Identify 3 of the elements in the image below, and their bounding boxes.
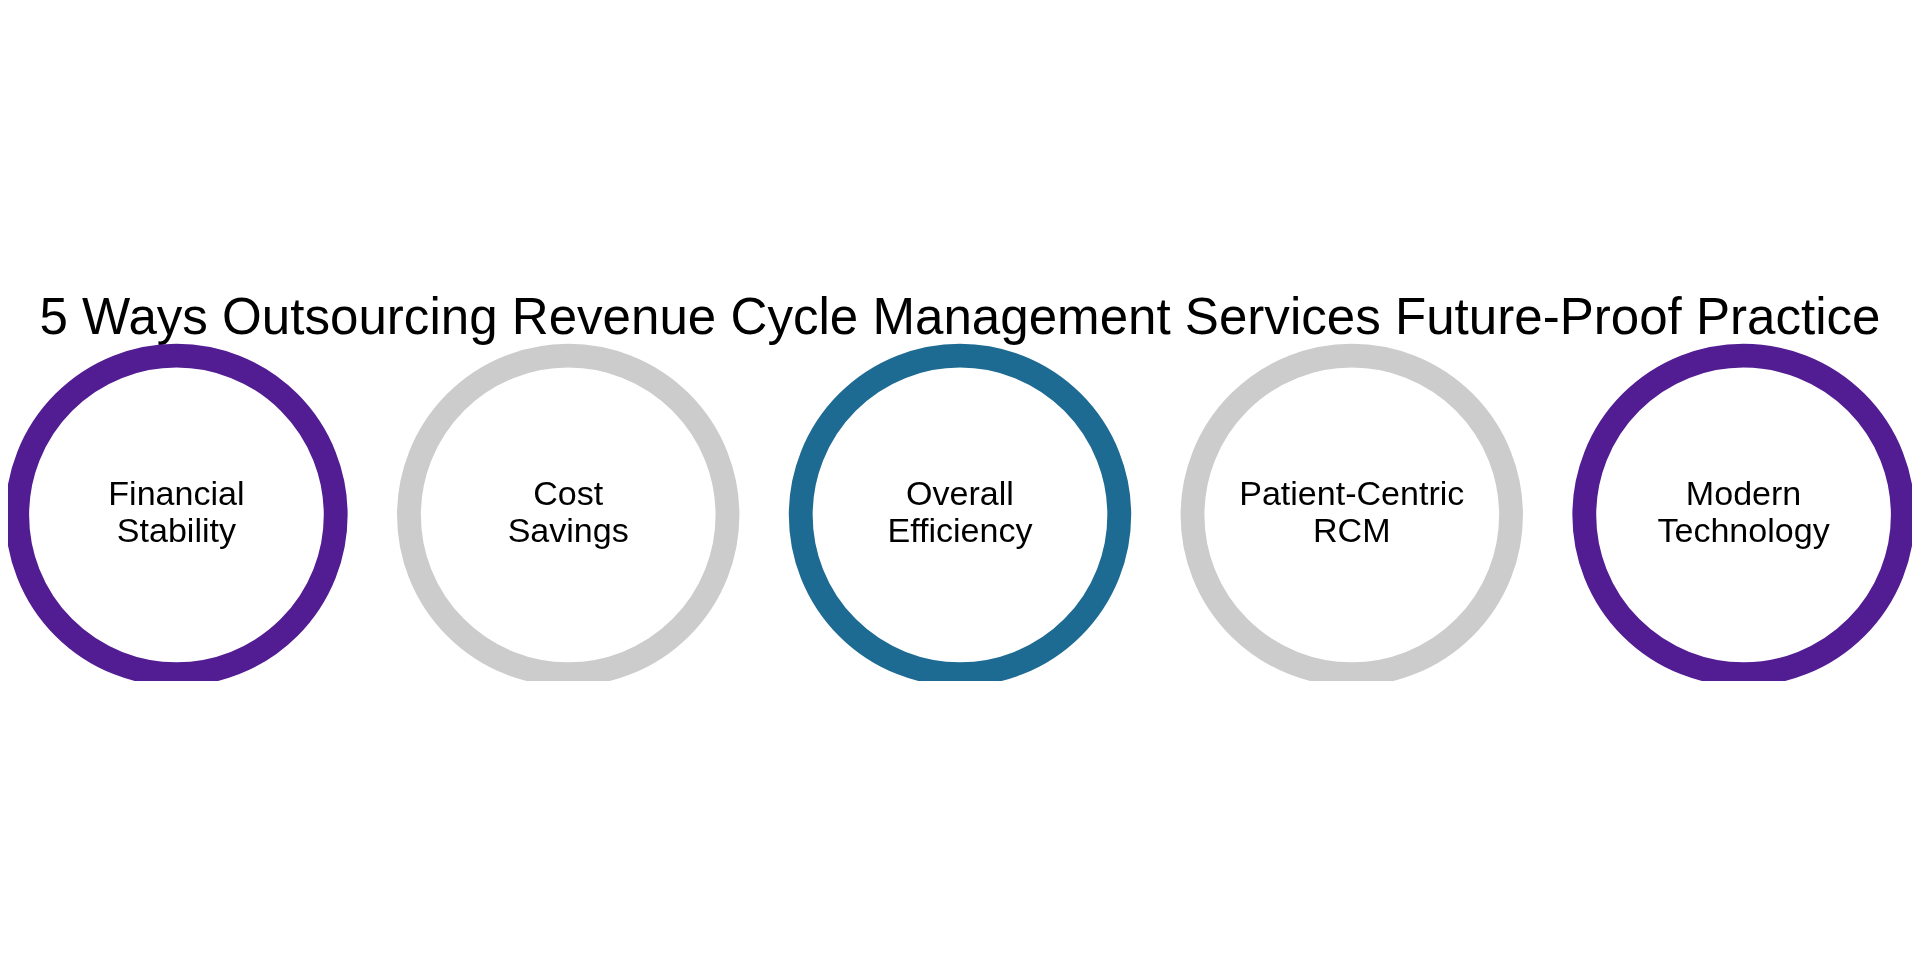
- diagram-title: 5 Ways Outsourcing Revenue Cycle Management Services Future-Proof Practice: [39, 287, 1881, 345]
- node-circle: Modern Technology: [1572, 343, 1912, 681]
- node-circle: Patient-Centric RCM: [1180, 343, 1523, 681]
